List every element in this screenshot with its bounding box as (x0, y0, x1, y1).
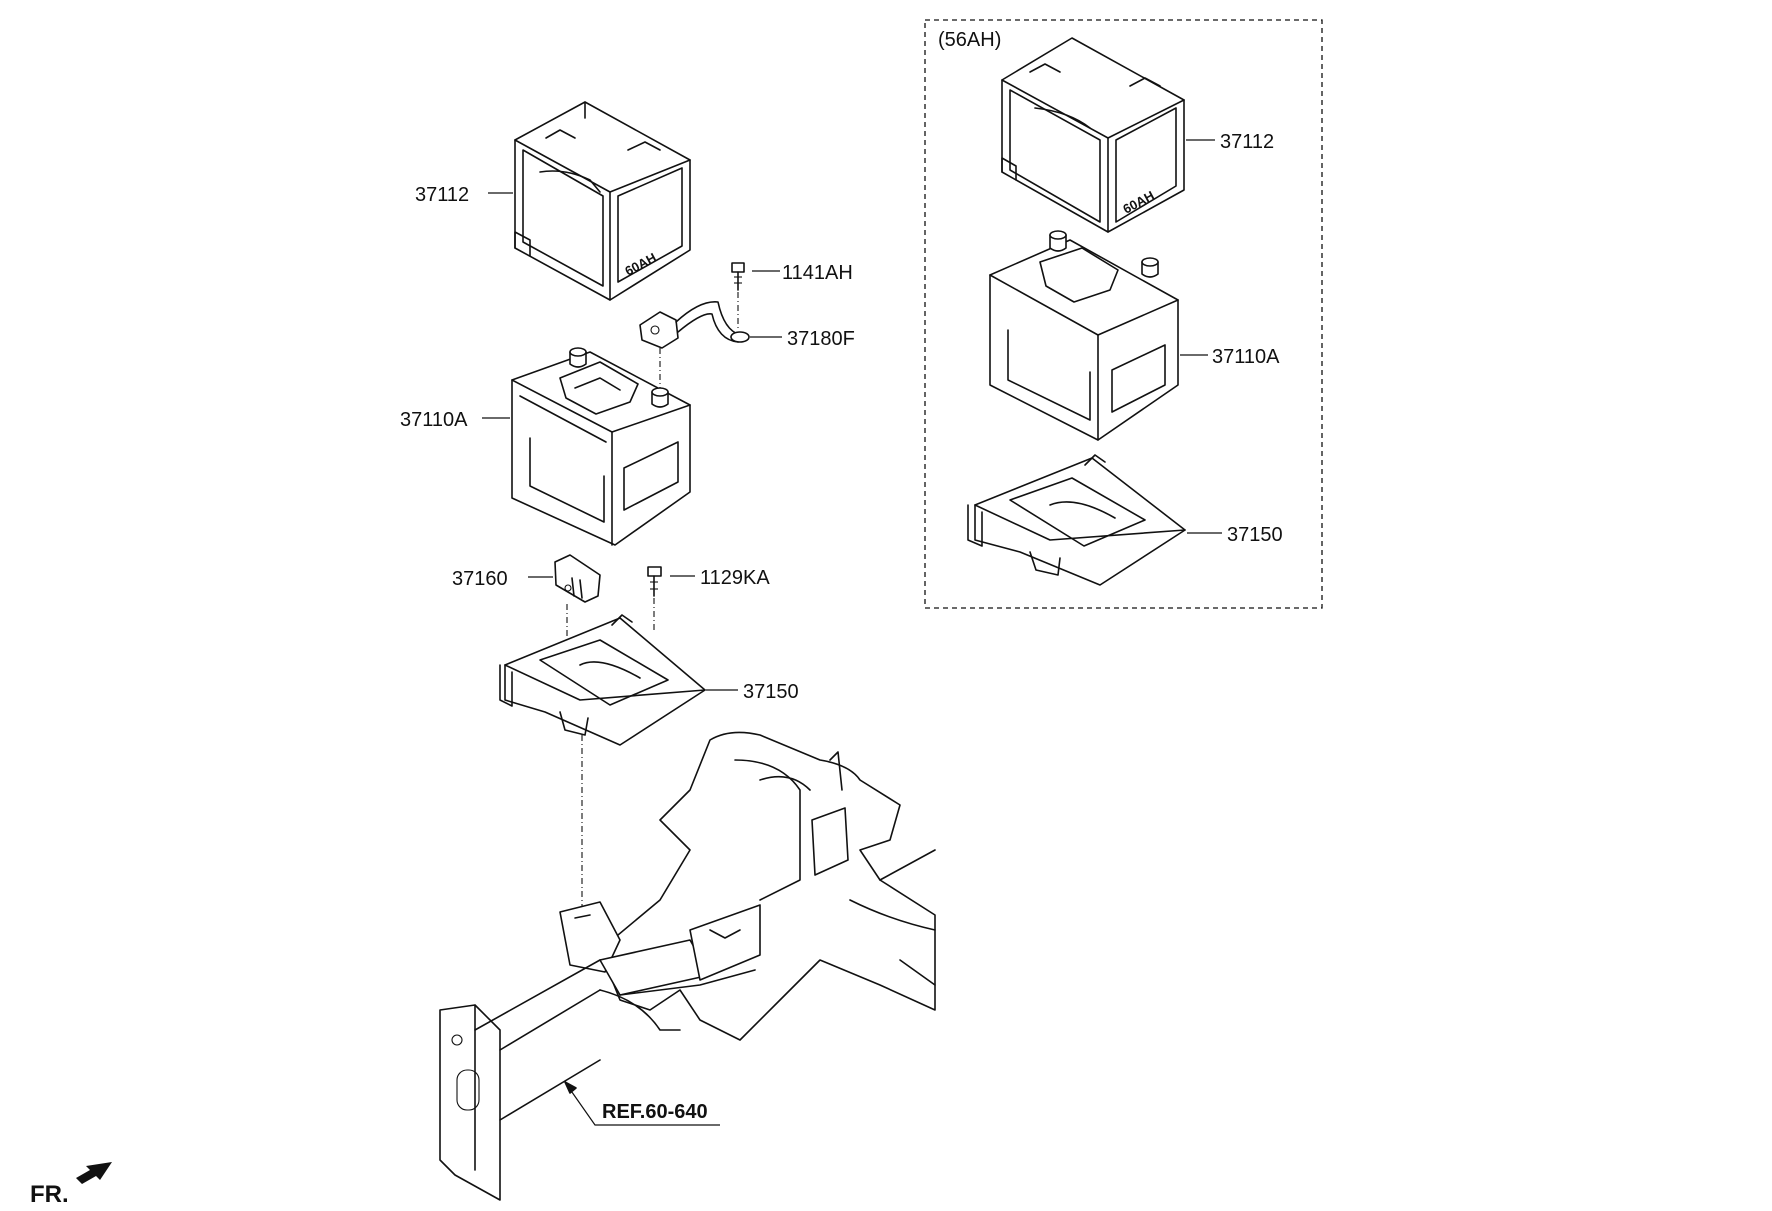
label-tray-alt: 37150 (1227, 524, 1283, 546)
label-bolt-bottom: 1129KA (700, 567, 770, 589)
label-battery-main: 37110A (400, 409, 468, 431)
label-bolt-top: 1141AH (782, 262, 853, 284)
label-battery-alt: 37110A (1212, 346, 1280, 368)
battery-cover-main[interactable]: 60AH (514, 101, 691, 301)
reference-label[interactable]: REF.60-640 (602, 1101, 708, 1123)
alt-group-label: (56AH) (938, 29, 1001, 51)
label-tray-main: 37150 (743, 681, 799, 703)
battery-cover-alt[interactable]: 60AH (1001, 37, 1185, 233)
alt-group-box (924, 19, 1323, 609)
bolt-1129ka[interactable] (647, 566, 662, 597)
battery-main[interactable] (511, 347, 691, 546)
label-clamp: 37160 (452, 568, 508, 590)
battery-alt[interactable] (989, 230, 1179, 441)
reference-arrow (564, 1081, 720, 1126)
battery-clamp-37160[interactable] (554, 554, 601, 603)
label-cover-main: 37112 (415, 184, 469, 206)
vehicle-body-structure (439, 731, 936, 1201)
bolt-1141ah[interactable] (731, 262, 745, 291)
label-cable: 37180F (787, 328, 855, 350)
front-direction-indicator: FR. (30, 1162, 112, 1208)
battery-cable-37180f[interactable] (639, 301, 750, 349)
front-arrow-icon (76, 1162, 112, 1184)
battery-tray-main[interactable] (499, 614, 706, 746)
front-label: FR. (30, 1181, 69, 1208)
label-cover-alt: 37112 (1220, 131, 1274, 153)
battery-tray-alt[interactable] (967, 454, 1186, 586)
